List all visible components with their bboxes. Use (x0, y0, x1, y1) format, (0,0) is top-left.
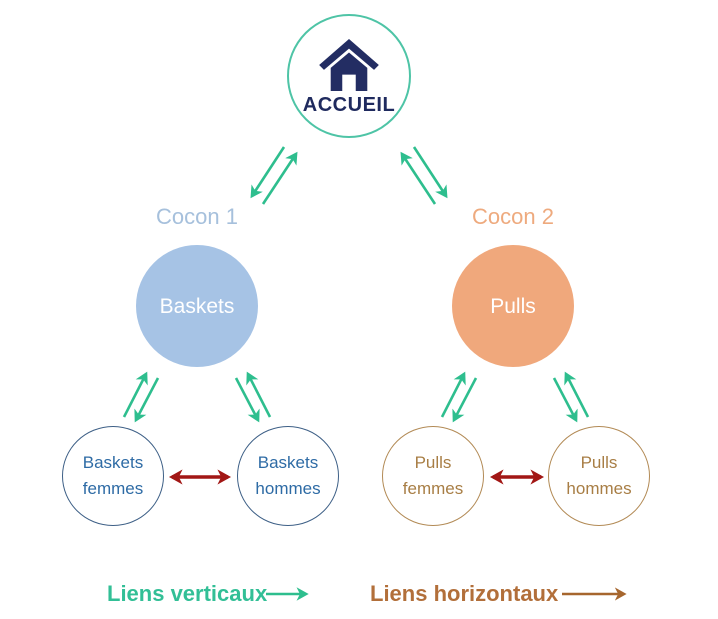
vertical-link-accueil-pulls (400, 146, 448, 205)
legend-vertical-label: Liens verticaux (107, 581, 268, 606)
pulls-label: Pulls (490, 294, 536, 318)
node-baskets-femmes: Baskets femmes (62, 426, 164, 526)
node-accueil: ACCUEIL (287, 14, 411, 138)
vertical-link-baskets-femmes (122, 371, 160, 423)
baskets-label: Baskets (159, 294, 235, 318)
home-icon (319, 39, 379, 91)
vertical-link-baskets-hommes (234, 371, 272, 423)
vertical-link-accueil-baskets (250, 146, 298, 205)
node-baskets-hommes: Baskets hommes (237, 426, 339, 526)
vertical-link-pulls-femmes (440, 371, 478, 423)
accueil-label: ACCUEIL (302, 94, 396, 116)
legend-horizontal-label: Liens horizontaux (370, 581, 559, 606)
cocon2-label: Cocon 2 (472, 204, 554, 229)
node-pulls-femmes: Pulls femmes (382, 426, 484, 526)
node-pulls-hommes: Pulls hommes (548, 426, 650, 526)
node-baskets: Baskets (136, 245, 258, 367)
vertical-link-pulls-hommes (552, 371, 590, 423)
node-pulls: Pulls (452, 245, 574, 367)
cocon1-label: Cocon 1 (156, 204, 238, 229)
